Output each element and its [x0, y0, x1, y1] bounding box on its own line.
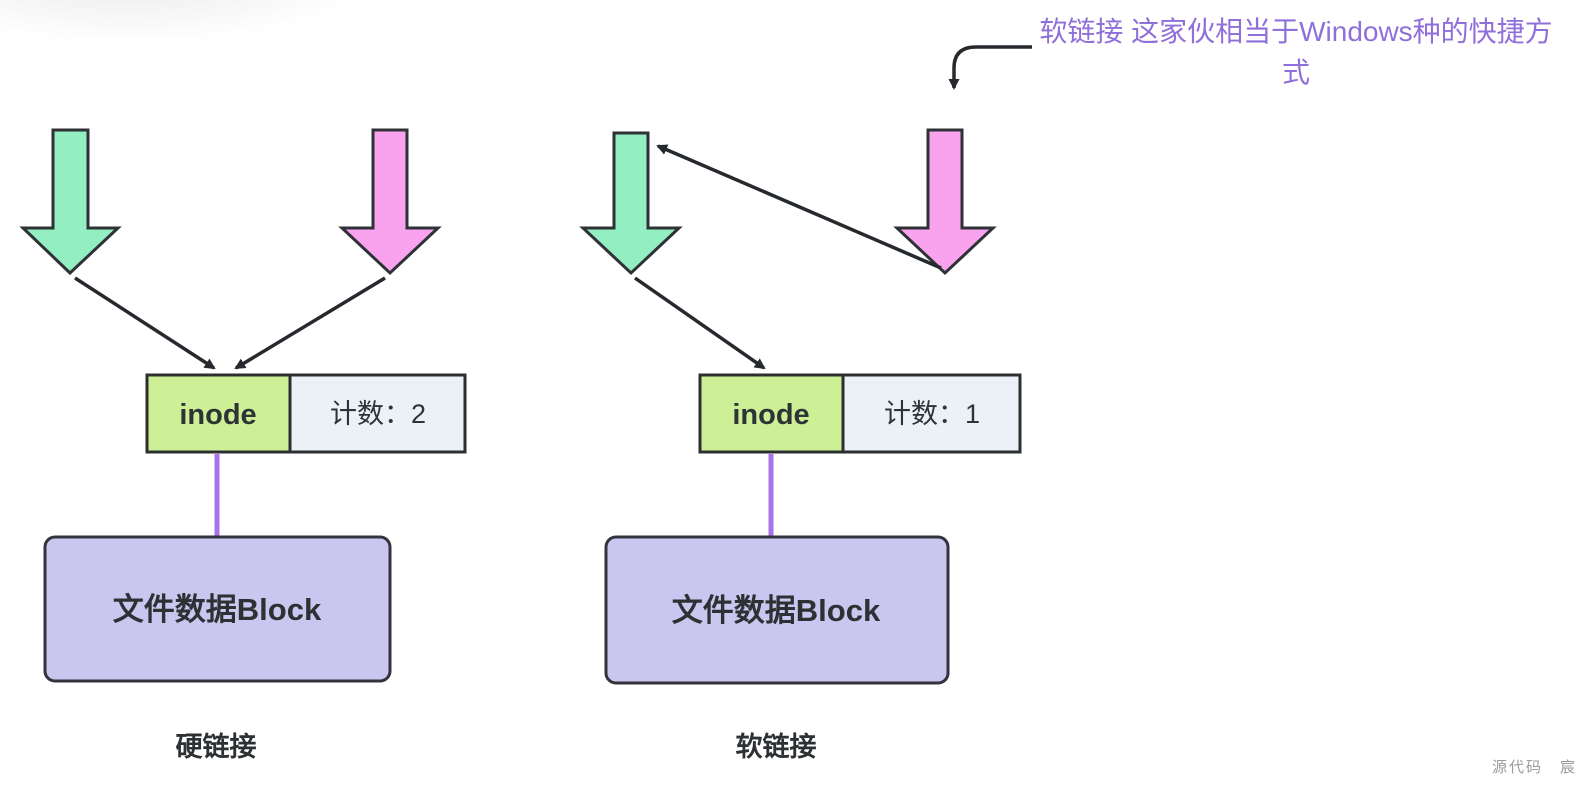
soft-link-green-arrow-icon [579, 131, 683, 276]
hard-link-inode-label: inode [179, 399, 256, 431]
soft-link-to-file-pointer-line [656, 144, 942, 270]
hard-link-data-block-label: 文件数据Block [113, 592, 322, 627]
hard-link-count-label: 计数：2 [330, 399, 426, 429]
soft-link-caption: 软链接 [736, 731, 817, 762]
annotation-text-line2: 式 [1282, 57, 1310, 88]
soft-link-count-label: 计数：1 [884, 399, 980, 429]
soft-link-annotation: 软链接 这家伙相当于Windows种的快捷方 式 [948, 16, 1553, 90]
soft-link-count-box [841, 373, 1022, 454]
hard-link-caption: 硬链接 [176, 731, 257, 762]
annotation-text-line1: 软链接 这家伙相当于Windows种的快捷方 [1039, 16, 1552, 47]
soft-link-data-block-label: 文件数据Block [672, 593, 881, 628]
hard-link-count-box [288, 373, 467, 454]
soft-link-data-block-box [604, 535, 950, 685]
soft-link-inode-label: inode [732, 399, 809, 431]
soft-link-file-to-inode-line [633, 276, 766, 370]
hard-link-pink-arrow-icon [338, 128, 442, 276]
hard-link-left-pointer-line [74, 276, 216, 370]
soft-link-inode-box [698, 373, 845, 454]
watermark: 源代码 宸 [1492, 759, 1577, 776]
soft-link-diagram: inode 计数：1 文件数据Block 软链接 [579, 128, 1022, 762]
annotation-curved-arrow-icon [948, 45, 1032, 90]
hard-link-right-pointer-line [234, 276, 386, 370]
hard-link-green-arrow-icon [19, 128, 122, 276]
hard-link-inode-box [145, 373, 292, 454]
hard-link-diagram: inode 计数：2 文件数据Block 硬链接 [19, 128, 467, 762]
soft-link-pink-arrow-icon [893, 128, 997, 276]
hard-link-data-block-box [43, 535, 392, 683]
